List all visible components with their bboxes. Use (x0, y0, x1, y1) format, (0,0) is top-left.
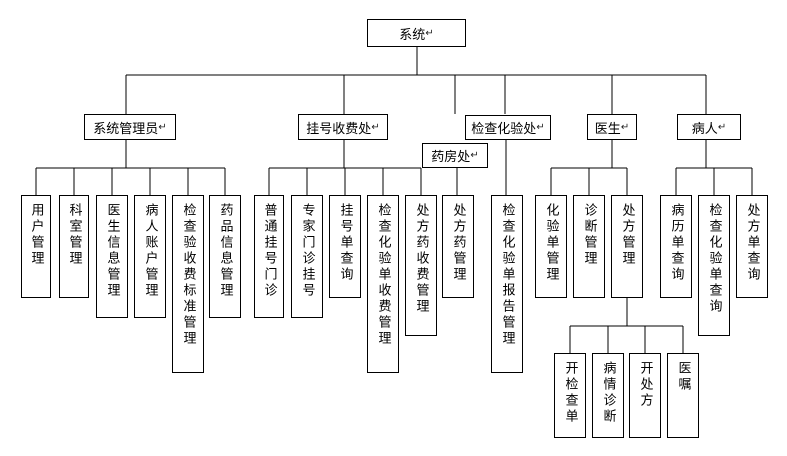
registration-child-0: 普通挂号门诊 (254, 195, 284, 318)
registration-child-1: 专家门诊挂号 (291, 195, 323, 318)
prescription-child-1: 病情诊断 (592, 353, 624, 438)
admin-child-0-label: 用户管理 (28, 203, 44, 267)
admin-child-5-label: 药品信息管理 (217, 203, 233, 299)
prescription-child-0-label: 开检查单 (562, 361, 578, 425)
admin-child-1: 科室管理 (59, 195, 89, 298)
pharmacy-box-label: 药房处 (431, 150, 471, 165)
registration-child-4-label: 处方药收费管理 (413, 203, 429, 315)
admin-child-4-label: 检查验收费标准管理 (180, 203, 196, 347)
registration-child-3-label: 检查化验单收费管理 (375, 203, 391, 347)
admin-child-1-label: 科室管理 (66, 203, 82, 267)
doctor-child-1: 诊断管理 (573, 195, 605, 298)
prescription-child-2: 开处方 (629, 353, 661, 438)
registration-child-0-label: 普通挂号门诊 (261, 203, 277, 299)
patient-child-2-label: 处方单查询 (744, 203, 760, 283)
registration-box-label: 挂号收费处 (306, 121, 372, 137)
lab-box: 检查化验处↵ (465, 115, 551, 140)
lab-child-0: 检查化验单报告管理 (491, 195, 523, 373)
doctor-child-0: 化验单管理 (535, 195, 567, 298)
admin-child-4: 检查验收费标准管理 (172, 195, 204, 373)
paragraph-mark: ↵ (717, 121, 727, 133)
patient-child-0: 病历单查询 (660, 195, 692, 298)
registration-child-4: 处方药收费管理 (405, 195, 437, 336)
admin-box: 系统管理员↵ (84, 114, 176, 140)
registration-child-1-label: 专家门诊挂号 (299, 203, 315, 299)
paragraph-mark: ↵ (470, 150, 479, 161)
registration-child-2: 挂号单查询 (329, 195, 361, 298)
doctor-child-2: 处方管理 (611, 195, 643, 298)
patient-child-2: 处方单查询 (736, 195, 768, 298)
admin-child-3-label: 病人账户管理 (142, 203, 158, 299)
lab-box-label: 检查化验处 (471, 122, 537, 137)
patient-child-1: 检查化验单查询 (698, 195, 730, 336)
prescription-child-1-label: 病情诊断 (600, 361, 616, 425)
patient-box: 病人↵ (677, 114, 741, 140)
paragraph-mark: ↵ (371, 121, 380, 133)
patient-child-0-label: 病历单查询 (668, 203, 684, 283)
paragraph-mark: ↵ (536, 122, 545, 133)
paragraph-mark: ↵ (425, 27, 434, 39)
prescription-child-3-label: 医嘱 (675, 361, 691, 393)
pharmacy-child-0: 处方药管理 (442, 195, 474, 298)
admin-child-2: 医生信息管理 (96, 195, 128, 318)
doctor-child-0-label: 化验单管理 (543, 203, 559, 283)
admin-box-label: 系统管理员 (93, 121, 159, 137)
lab-child-0-label: 检查化验单报告管理 (499, 203, 515, 347)
paragraph-mark: ↵ (620, 121, 630, 133)
pharmacy-child-0-label: 处方药管理 (450, 203, 466, 283)
admin-child-3: 病人账户管理 (134, 195, 166, 318)
paragraph-mark: ↵ (158, 121, 167, 133)
patient-box-label: 病人 (691, 121, 718, 137)
admin-child-5: 药品信息管理 (209, 195, 241, 318)
doctor-box-label: 医生 (594, 121, 621, 137)
patient-child-1-label: 检查化验单查询 (706, 203, 722, 315)
registration-child-2-label: 挂号单查询 (337, 203, 353, 283)
prescription-child-3: 医嘱 (667, 353, 699, 438)
registration-box: 挂号收费处↵ (298, 114, 388, 140)
root-box-label: 系统 (399, 27, 426, 43)
admin-child-0: 用户管理 (21, 195, 51, 298)
doctor-box: 医生↵ (587, 114, 637, 140)
pharmacy-box: 药房处↵ (422, 143, 488, 168)
registration-child-3: 检查化验单收费管理 (367, 195, 399, 373)
prescription-child-2-label: 开处方 (637, 361, 653, 409)
prescription-child-0: 开检查单 (554, 353, 586, 438)
root-box: 系统↵ (367, 19, 466, 47)
doctor-child-2-label: 处方管理 (619, 203, 635, 267)
admin-child-2-label: 医生信息管理 (104, 203, 120, 299)
doctor-child-1-label: 诊断管理 (581, 203, 597, 267)
